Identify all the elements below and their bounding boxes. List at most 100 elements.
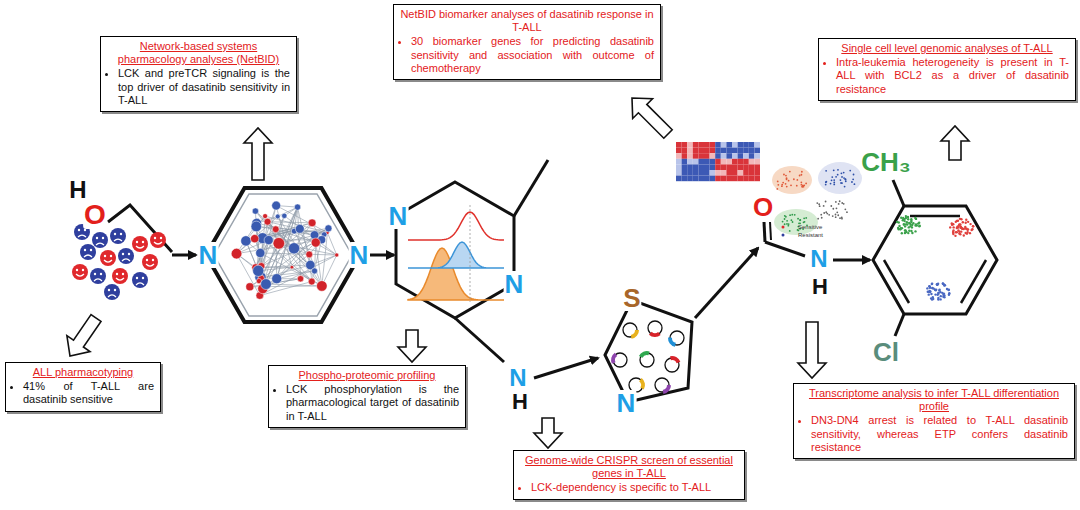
cell-dot [969, 232, 971, 234]
heatmap-cell [743, 164, 749, 170]
heatmap-cell [676, 164, 682, 170]
legend-text: Resistant [797, 232, 824, 238]
guide-circle [648, 321, 662, 335]
cell-dot [833, 179, 835, 181]
box-title: Transcriptome analysis to infer T-ALL di… [800, 387, 1068, 413]
box-bullet: 30 biomarker genes for predicting dasati… [411, 35, 654, 75]
box-title: Network-based systems pharmacology analy… [107, 40, 290, 66]
heatmap-cell [754, 142, 760, 148]
cell-dot [839, 217, 841, 219]
guide-circle [640, 353, 654, 367]
atom-letter: N [504, 271, 525, 297]
cell-dot [936, 294, 938, 296]
cell-dot [793, 178, 795, 180]
heatmap-cell [687, 148, 693, 154]
cell-dot [928, 291, 930, 293]
guide-circle [623, 323, 637, 337]
face-eye [84, 229, 86, 231]
network-edge [260, 255, 337, 296]
cell-dot [907, 216, 909, 218]
cell-dot [904, 225, 906, 227]
heatmap-cell [749, 176, 755, 182]
heatmap-cell [743, 142, 749, 148]
cell-dot [789, 230, 791, 232]
aromatic-bond [910, 215, 960, 218]
cell-dot [832, 208, 834, 210]
heatmap-cell [682, 148, 688, 154]
cell-dot [816, 202, 818, 204]
cell-dot [912, 222, 914, 224]
face-mouth [154, 242, 162, 244]
face-mouth [136, 246, 144, 248]
heatmap-cell [676, 148, 682, 154]
cell-dot [788, 180, 790, 182]
cell-dot [818, 203, 820, 205]
network-node [317, 281, 328, 292]
cell-dot [854, 183, 856, 185]
cell-dot [914, 224, 916, 226]
box-title: Phospho-proteomic profiling [275, 369, 459, 382]
bond-arrow [833, 259, 870, 262]
patient-faces [72, 224, 166, 300]
cell-dot [833, 169, 835, 171]
network-node [272, 274, 282, 284]
cell-dot [802, 186, 804, 188]
heatmap-cell [754, 170, 760, 176]
cell-dot [828, 214, 830, 216]
legend-dot [782, 226, 785, 229]
face-eye [160, 237, 162, 239]
face-mouth [104, 260, 112, 262]
bond-arrow [695, 248, 758, 318]
cell-dot [853, 174, 855, 176]
cell-dot [777, 184, 779, 186]
box-bullet: Intra-leukemia heterogeneity is present … [836, 56, 1069, 96]
cell-dot [825, 181, 827, 183]
face-mouth [108, 295, 116, 297]
heatmap-cell [721, 176, 727, 182]
face-icon [90, 268, 106, 284]
cell-dot [952, 233, 954, 235]
heatmap-cell [732, 148, 738, 154]
face-icon [92, 232, 108, 248]
face-eye [120, 233, 122, 235]
network-edge [276, 206, 292, 268]
network-edge [279, 243, 315, 271]
bond-arrow [534, 358, 598, 378]
cell-dot [801, 186, 803, 188]
heatmap-cell [726, 176, 732, 182]
cell-dot [914, 217, 916, 219]
atom-group: CH₃ [860, 149, 912, 175]
cell-dot [959, 223, 961, 225]
callout-box: ALL pharmacotyping41% of T-ALL are dasat… [5, 362, 161, 412]
cell-dot [801, 171, 803, 173]
cell-dot [840, 182, 842, 184]
cell-dot [967, 221, 969, 223]
heatmap-cell [738, 170, 744, 176]
network-edge [276, 229, 277, 278]
hollow-arrow [244, 128, 272, 180]
guide-circle [665, 358, 679, 372]
cell-dot [796, 179, 798, 181]
atom-letter: H [68, 178, 87, 202]
heatmap-cell [754, 164, 760, 170]
cell-dot [843, 172, 845, 174]
cell-dot [830, 205, 832, 207]
callout-box: Phospho-proteomic profilingLCK phosphory… [268, 365, 466, 428]
cell-dot [804, 221, 806, 223]
heatmap-cell [693, 170, 699, 176]
heatmap-cell [754, 148, 760, 154]
cell-dot [844, 208, 846, 210]
cell-dot [835, 201, 837, 203]
heatmap-cell [698, 170, 704, 176]
cell-dot [970, 229, 972, 231]
face-eye [142, 277, 144, 279]
cell-dot [797, 218, 799, 220]
heatmap-cell [738, 153, 744, 159]
heatmap-cell [738, 159, 744, 165]
face-eye [154, 237, 156, 239]
cell-dot [908, 222, 910, 224]
face-eye [136, 277, 138, 279]
cell-dot [831, 176, 833, 178]
box-title: ALL pharmacotyping [12, 366, 154, 379]
network-node [264, 218, 271, 225]
